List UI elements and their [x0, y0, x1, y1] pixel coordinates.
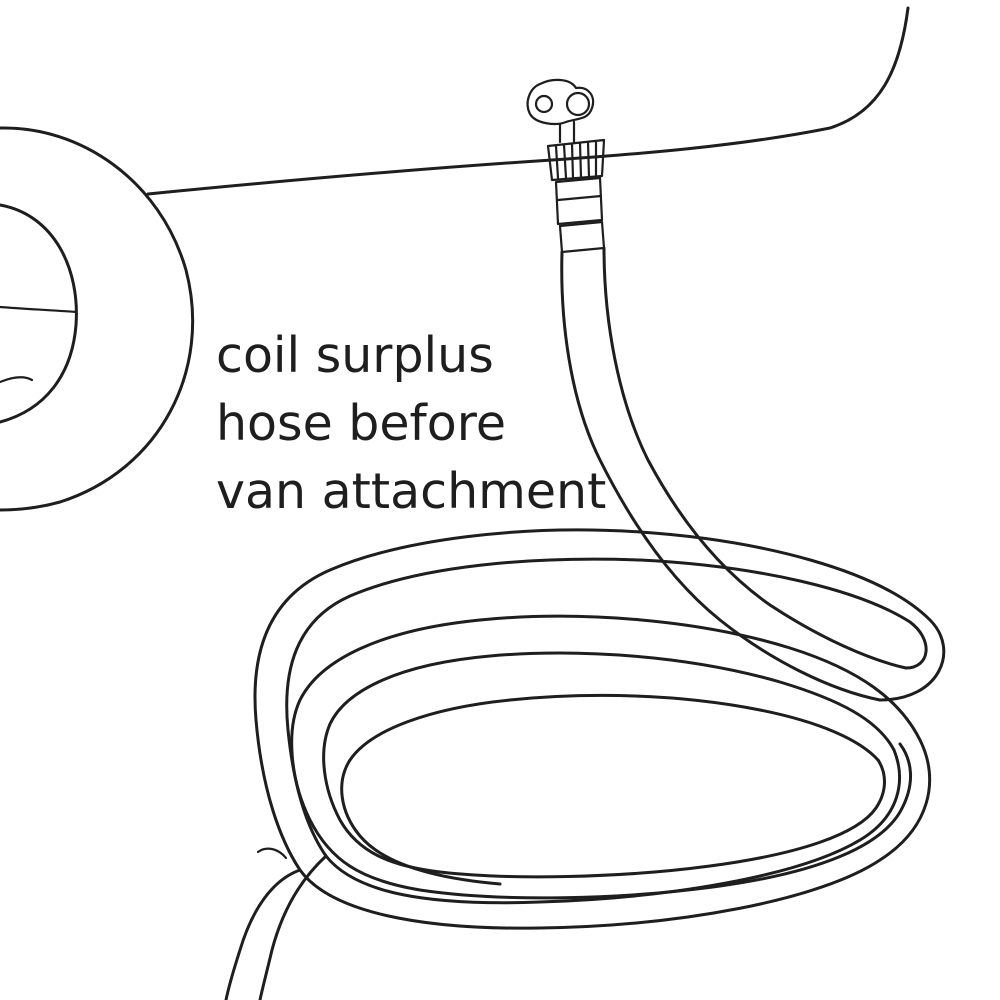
hose-coil-loop-1-inner	[285, 557, 928, 905]
hose-connector	[554, 176, 604, 226]
hose-tail-edge-2	[258, 854, 328, 1000]
van-wheel-hub	[0, 376, 34, 384]
knurled-nut	[546, 138, 606, 182]
van-body-outline	[146, 6, 910, 196]
valve-knob	[565, 91, 591, 117]
valve-handle-icon	[526, 78, 595, 125]
hose-coil-loop-3	[340, 693, 880, 886]
annotation-line-3: van attachment	[216, 463, 607, 520]
hose-tail-connector	[256, 847, 288, 860]
hose-outer-edge-left	[560, 250, 882, 702]
valve-handle-ring	[534, 94, 554, 114]
hose-tail-edge-1	[224, 868, 302, 1000]
hose-coil-loop-2-inner	[322, 651, 896, 879]
annotation-text: coil surplus hose before van attachment	[216, 322, 606, 526]
hose-outer-edge-right	[602, 246, 908, 670]
valve-fitting	[526, 78, 606, 254]
van-wheel-outer	[0, 126, 195, 512]
hose-collar	[558, 220, 606, 254]
valve-stem	[558, 120, 576, 144]
annotation-line-2: hose before	[216, 395, 506, 452]
hose-coil-loop-2	[290, 614, 922, 900]
van-wheel-inner	[0, 203, 78, 424]
annotation-line-1: coil surplus	[216, 327, 494, 384]
hose-coil-loop-1	[253, 528, 946, 930]
van-wheel-spoke	[0, 305, 78, 314]
